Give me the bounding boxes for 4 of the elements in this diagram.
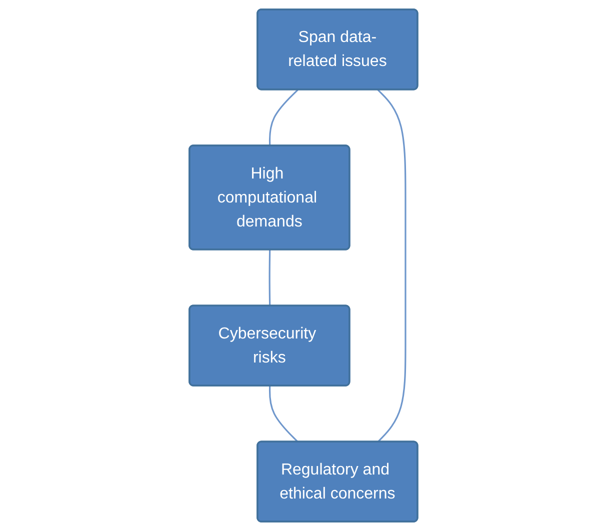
connector bbox=[269, 89, 298, 146]
connector bbox=[377, 89, 406, 443]
connector bbox=[268, 250, 271, 306]
connector bbox=[269, 386, 298, 443]
